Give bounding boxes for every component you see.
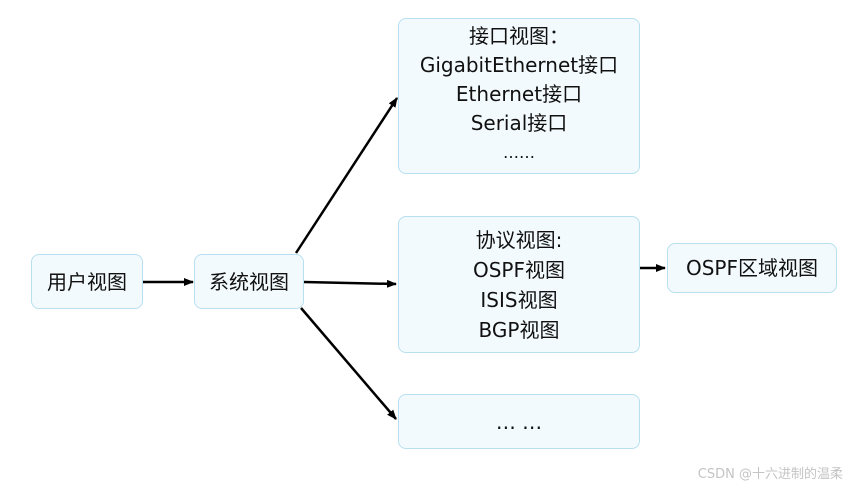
protocol-view-title: 协议视图: (475, 227, 563, 252)
protocol-ospf: OSPF视图 (472, 257, 565, 282)
interface-ellipsis: …… (503, 142, 535, 162)
protocol-isis: ISIS视图 (480, 287, 558, 312)
system-view-label: 系统视图 (209, 269, 289, 294)
arrow-system-to-protocol (303, 279, 397, 288)
interface-serial: Serial接口 (470, 110, 568, 135)
protocol-view-node: 协议视图: OSPF视图 ISIS视图 BGP视图 (398, 216, 640, 353)
ospf-area-view-node: OSPF区域视图 (667, 243, 837, 293)
user-view-node: 用户视图 (31, 254, 143, 309)
interface-view-node: 接口视图： GigabitEthernet接口 Ethernet接口 Seria… (398, 18, 640, 174)
user-view-label: 用户视图 (47, 269, 127, 294)
interface-gigabitethernet: GigabitEthernet接口 (419, 52, 619, 77)
arrow-system-to-other (300, 307, 397, 420)
interface-ethernet: Ethernet接口 (455, 81, 583, 106)
arrow-system-to-interface (294, 97, 399, 254)
ospf-area-view-label: OSPF区域视图 (685, 256, 818, 280)
interface-view-title: 接口视图： (469, 23, 569, 48)
other-view-node: … … (398, 394, 640, 449)
watermark: CSDN @十六进制的温柔 (697, 467, 843, 482)
system-view-node: 系统视图 (194, 254, 304, 309)
other-view-label: … … (495, 409, 543, 434)
protocol-bgp: BGP视图 (478, 317, 560, 342)
